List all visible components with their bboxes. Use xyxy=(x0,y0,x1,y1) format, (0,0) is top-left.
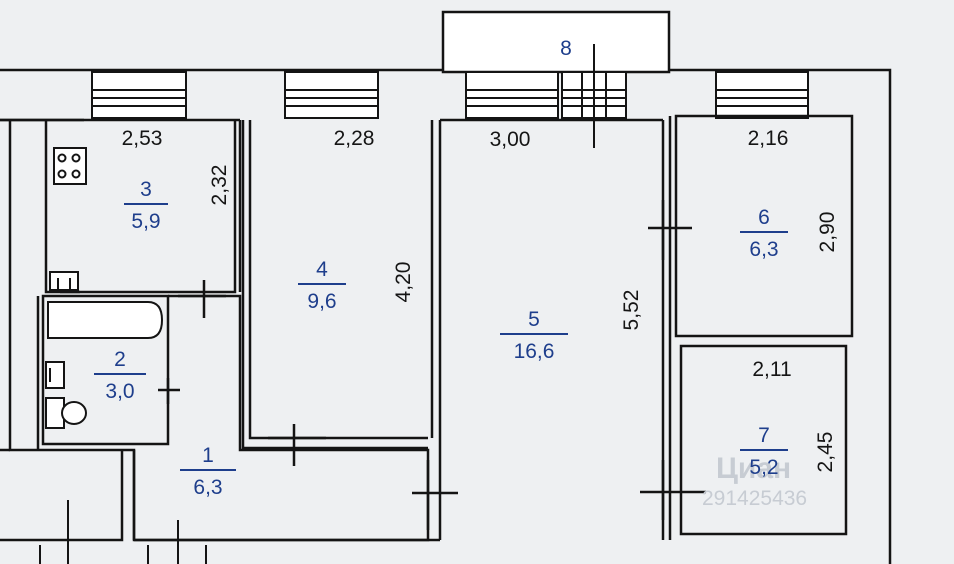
room7-width: 2,11 xyxy=(752,358,791,381)
room4-area: 9,6 xyxy=(307,290,336,313)
room1-area: 6,3 xyxy=(193,476,222,499)
watermark: Циан 291425436 xyxy=(702,452,807,510)
windows xyxy=(91,44,809,148)
room2-number: 2 xyxy=(114,348,126,371)
room4-width: 2,28 xyxy=(334,127,375,150)
room5-area: 16,6 xyxy=(514,340,555,363)
bathtub-icon xyxy=(47,301,164,339)
room-3-label: 3 5,9 xyxy=(124,178,168,233)
room3-number: 3 xyxy=(140,178,152,201)
room3-width: 2,53 xyxy=(122,127,163,150)
room7-height: 2,45 xyxy=(814,432,837,473)
watermark-id: 291425436 xyxy=(702,487,807,510)
room-1-label: 1 6,3 xyxy=(180,444,236,499)
walls xyxy=(0,114,854,542)
room7-number: 7 xyxy=(758,424,770,447)
room6-height: 2,90 xyxy=(816,212,839,253)
washbasin-icon xyxy=(45,361,65,389)
room-6-label: 6 6,3 xyxy=(740,206,788,261)
balcony-number: 8 xyxy=(560,37,572,60)
room2-area: 3,0 xyxy=(105,380,134,403)
room-7-label: 7 5,2 xyxy=(740,424,788,479)
door-marks xyxy=(60,200,706,530)
room5-height: 5,52 xyxy=(620,290,643,331)
window-room3 xyxy=(91,71,187,119)
toilet-icon xyxy=(45,397,87,429)
room5-width: 3,00 xyxy=(490,128,531,151)
room6-area: 6,3 xyxy=(749,238,778,261)
room-5-label: 5 16,6 xyxy=(500,308,568,363)
room4-number: 4 xyxy=(316,258,328,281)
room-labels: 3 5,9 4 9,6 5 16,6 6 6,3 7 5,2 2 3,0 xyxy=(94,178,788,499)
room7-area: 5,2 xyxy=(749,456,778,479)
watermark-brand: Циан xyxy=(716,452,791,485)
fixtures xyxy=(45,147,164,429)
room4-height: 4,20 xyxy=(392,262,415,303)
room1-number: 1 xyxy=(202,444,214,467)
room3-area: 5,9 xyxy=(131,210,160,233)
sink-icon xyxy=(49,271,79,291)
room3-height: 2,32 xyxy=(208,165,231,206)
lower-walls xyxy=(39,500,207,564)
window-room6 xyxy=(715,71,809,119)
room-4-label: 4 9,6 xyxy=(298,258,346,313)
room5-number: 5 xyxy=(528,308,540,331)
room-2-label: 2 3,0 xyxy=(94,348,146,403)
stove-icon xyxy=(53,147,87,185)
room6-width: 2,16 xyxy=(748,127,789,150)
balcony-door xyxy=(561,44,627,148)
left-wall-strip xyxy=(0,120,46,452)
dimension-labels: 2,53 2,32 2,28 4,20 3,00 5,52 2,16 2,90 … xyxy=(122,127,839,472)
window-room4 xyxy=(284,71,379,119)
window-room5 xyxy=(465,71,559,119)
room6-number: 6 xyxy=(758,206,770,229)
balcony-8 xyxy=(441,10,671,74)
